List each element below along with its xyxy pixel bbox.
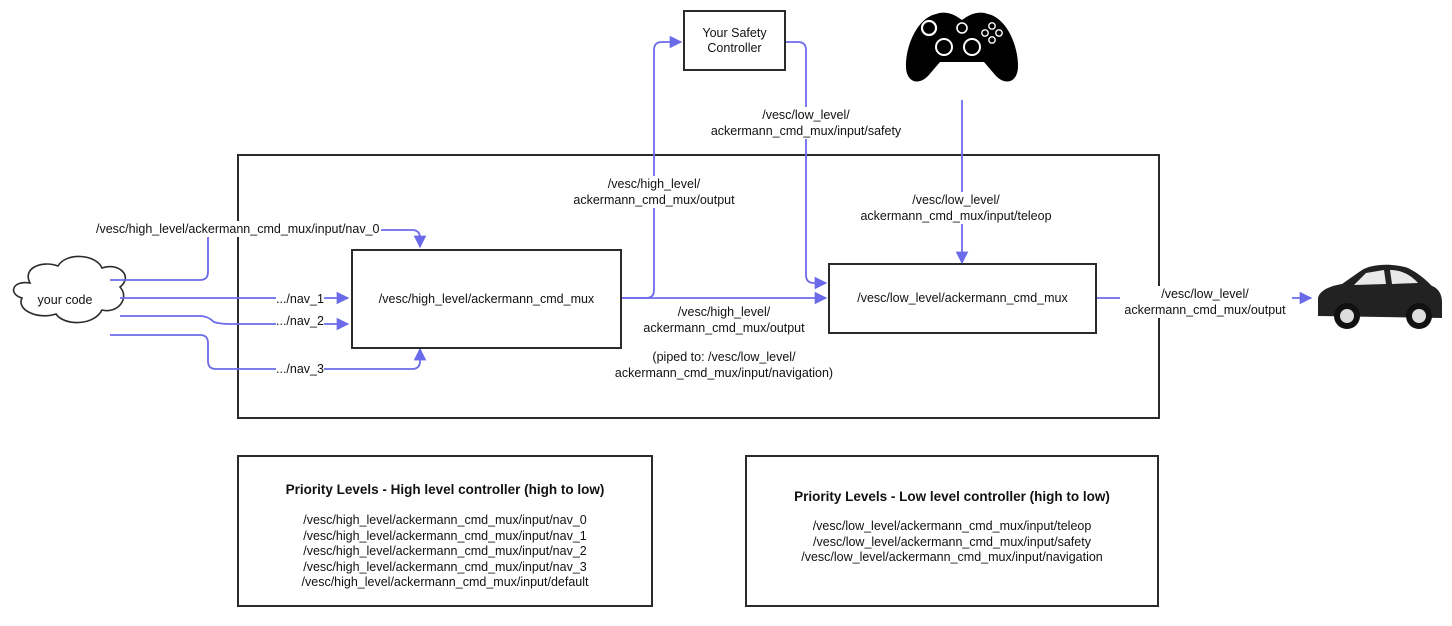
legend-low-item: /vesc/low_level/ackermann_cmd_mux/input/… <box>812 519 1092 533</box>
legend-low-list: /vesc/low_level/ackermann_cmd_mux/input/… <box>747 519 1157 566</box>
safety-controller-label-2: Controller <box>707 40 762 55</box>
edge-label-nav-0: /vesc/high_level/ackermann_cmd_mux/input… <box>95 221 381 237</box>
edge-label-nav-3: .../nav_3 <box>276 361 324 377</box>
legend-low-title: Priority Levels - Low level controller (… <box>794 489 1110 504</box>
legend-high-list: /vesc/high_level/ackermann_cmd_mux/input… <box>239 513 651 591</box>
edge-label-safety-1: /vesc/low_level/ <box>762 108 850 122</box>
safety-controller-label-1: Your Safety <box>702 25 767 40</box>
legend-high-title: Priority Levels - High level controller … <box>285 482 605 497</box>
edge-safety-to-low <box>786 41 828 290</box>
legend-high-item: /vesc/high_level/ackermann_cmd_mux/input… <box>303 559 587 574</box>
edge-label-high-out-top-1: /vesc/high_level/ <box>607 177 701 191</box>
edge-label-teleop-1: /vesc/low_level/ <box>912 193 1000 207</box>
edge-label-high-out-top-2: ackermann_cmd_mux/output <box>573 193 735 207</box>
legend-high-item: /vesc/high_level/ackermann_cmd_mux/input… <box>303 528 587 543</box>
car-icon <box>1318 264 1442 329</box>
low-level-mux: /vesc/low_level/ackermann_cmd_mux <box>828 263 1097 334</box>
edge-label-low-output-1: /vesc/low_level/ <box>1161 287 1249 301</box>
edge-label-safety-2: ackermann_cmd_mux/input/safety <box>710 124 902 138</box>
edge-label-safety: /vesc/low_level/ ackermann_cmd_mux/input… <box>710 107 902 139</box>
edge-nav-3 <box>110 334 427 370</box>
edge-label-high-out-top: /vesc/high_level/ ackermann_cmd_mux/outp… <box>573 176 735 208</box>
edge-label-piped-2: ackermann_cmd_mux/input/navigation) <box>614 366 834 380</box>
low-level-mux-label: /vesc/low_level/ackermann_cmd_mux <box>857 291 1068 305</box>
edge-label-nav-1: .../nav_1 <box>276 291 324 307</box>
edge-nav-2 <box>120 315 350 331</box>
your-code-cloud <box>12 255 127 324</box>
edge-label-low-output-2: ackermann_cmd_mux/output <box>1124 303 1286 317</box>
edge-label-teleop-2: ackermann_cmd_mux/input/teleop <box>860 209 1052 223</box>
high-level-mux-label: /vesc/high_level/ackermann_cmd_mux <box>378 291 595 306</box>
edge-label-teleop: /vesc/low_level/ ackermann_cmd_mux/input… <box>860 192 1052 224</box>
edge-label-low-output: /vesc/low_level/ ackermann_cmd_mux/outpu… <box>1124 286 1286 318</box>
edge-label-high-out-mid-2: ackermann_cmd_mux/output <box>643 321 805 335</box>
your-code-label: your code <box>37 293 93 307</box>
edge-label-piped: (piped to: /vesc/low_level/ ackermann_cm… <box>615 349 833 381</box>
legend-low-item: /vesc/low_level/ackermann_cmd_mux/input/… <box>813 534 1091 549</box>
legend-high-item: /vesc/high_level/ackermann_cmd_mux/input… <box>303 513 587 527</box>
safety-controller: Your Safety Controller <box>683 10 786 71</box>
legend-high-item: /vesc/high_level/ackermann_cmd_mux/input… <box>303 544 587 558</box>
high-level-mux: /vesc/high_level/ackermann_cmd_mux <box>351 249 622 349</box>
edge-label-high-out-mid: /vesc/high_level/ ackermann_cmd_mux/outp… <box>643 304 804 336</box>
edge-label-high-out-mid-1: /vesc/high_level/ <box>677 305 771 319</box>
gamepad-icon <box>906 12 1018 82</box>
legend-low-level: Priority Levels - Low level controller (… <box>745 455 1159 607</box>
legend-low-item: /vesc/low_level/ackermann_cmd_mux/input/… <box>801 550 1103 564</box>
edge-high-to-safety <box>622 35 683 299</box>
legend-high-item: /vesc/high_level/ackermann_cmd_mux/input… <box>301 575 589 589</box>
edge-label-nav-2: .../nav_2 <box>276 313 324 329</box>
edge-label-piped-1: (piped to: /vesc/low_level/ <box>652 350 796 364</box>
legend-high-level: Priority Levels - High level controller … <box>237 455 653 607</box>
